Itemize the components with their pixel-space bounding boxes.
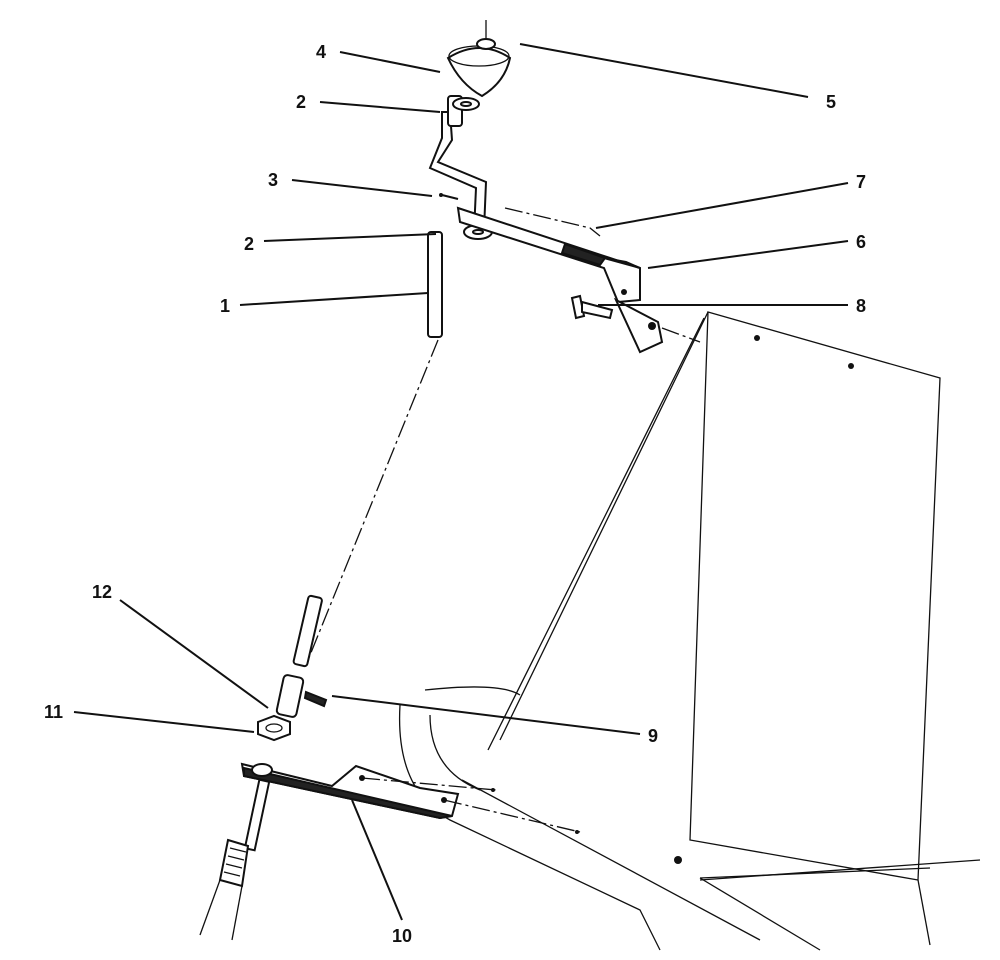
callout-9: 9: [648, 726, 658, 746]
mounting-bracket: [240, 762, 581, 834]
callout-2-upper: 2: [296, 92, 306, 112]
callout-3: 3: [268, 170, 278, 190]
shift-rod: [292, 231, 443, 668]
control-panel-shroud: [487, 311, 941, 951]
coupling-sleeve: [275, 674, 305, 718]
frame-outline: [398, 686, 981, 951]
callout-12: 12: [92, 582, 112, 602]
callout-7: 7: [856, 172, 866, 192]
callout-11: 11: [44, 702, 63, 722]
callout-10: 10: [392, 926, 412, 946]
callout-labels: 4 5 2 3 7 2 6 1 8 12 9 11 10: [44, 42, 866, 946]
set-screw: [303, 690, 328, 708]
pivot-plate: [613, 297, 701, 354]
jam-nut: [257, 714, 291, 742]
callout-4: 4: [316, 42, 326, 62]
leader-lines: [73, 43, 849, 921]
washer-upper: [452, 97, 480, 111]
callout-2-lower: 2: [244, 234, 254, 254]
shift-knob: [446, 45, 512, 98]
bolt: [570, 294, 614, 320]
callout-6: 6: [856, 232, 866, 252]
callout-1: 1: [220, 296, 230, 316]
callout-8: 8: [856, 296, 866, 316]
shift-cable: [199, 778, 271, 941]
callout-5: 5: [826, 92, 836, 112]
shift-bracket: [456, 206, 641, 304]
cotter-pin: [439, 193, 459, 200]
top-washer: [476, 20, 496, 50]
